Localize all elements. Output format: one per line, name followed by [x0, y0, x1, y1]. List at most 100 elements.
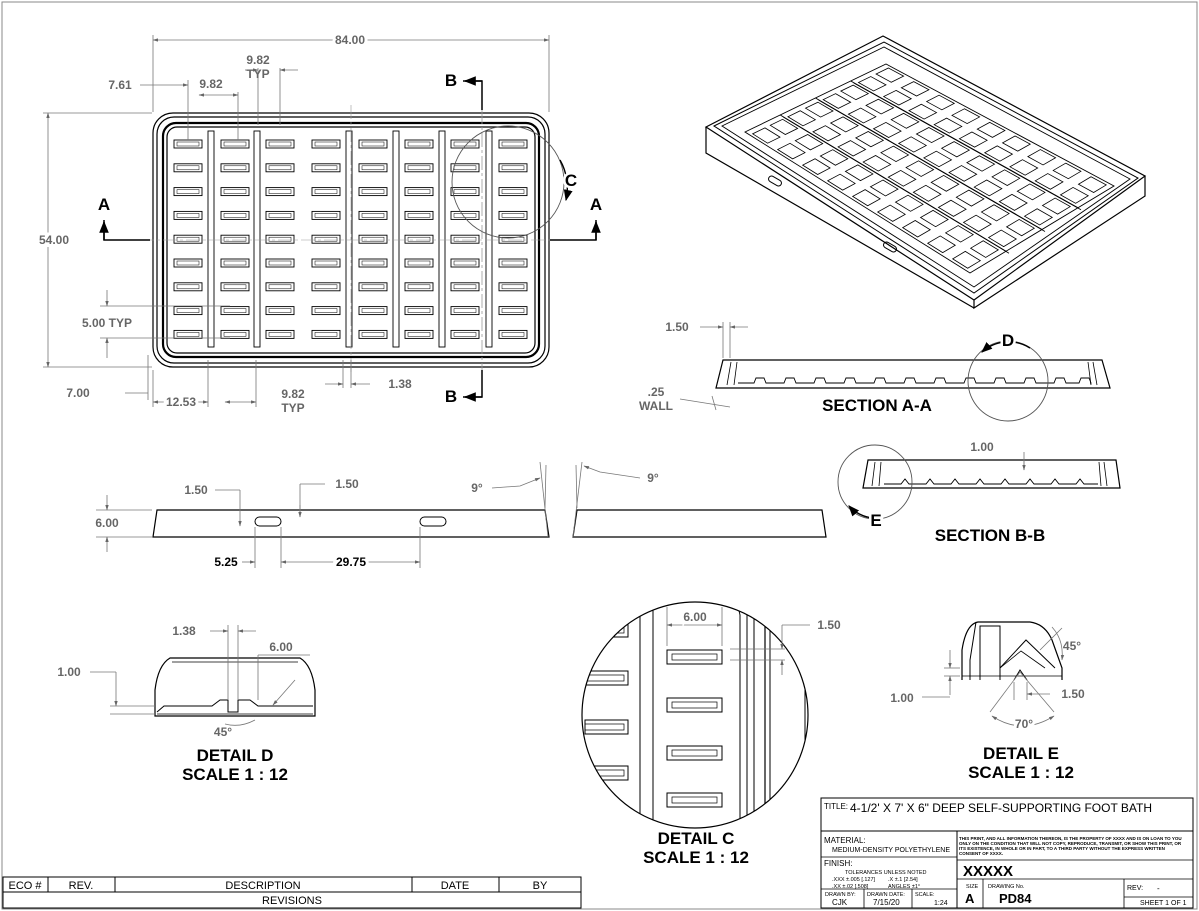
- dim-detail-e-45-deg: 45°: [1063, 639, 1081, 653]
- detail-d-scale: SCALE 1 : 12: [182, 765, 288, 784]
- detail-c-circle: [451, 125, 565, 239]
- dim-detail-d-45-deg: 45°: [214, 725, 232, 739]
- dim-wall-thickness: .25: [648, 385, 665, 399]
- marker-c: C: [565, 171, 577, 190]
- dim-overall-width: 54.00: [39, 233, 69, 247]
- size-value: A: [965, 891, 975, 906]
- dim-7-61: 7.61: [108, 78, 132, 92]
- drawing-title: 4-1/2' X 7' X 6" DEEP SELF-SUPPORTING FO…: [850, 801, 1152, 815]
- dim-detail-d-1-00: 1.00: [57, 665, 81, 679]
- detail-d-circle: [967, 340, 1049, 422]
- marker-a-left: A: [98, 195, 110, 214]
- notice-line-4: CONSENT OF XXXX.: [959, 851, 1003, 856]
- dim-9-82-b: 9.82: [246, 53, 270, 67]
- drawing-number: PD84: [999, 891, 1032, 906]
- detail-e-circle: [837, 444, 913, 520]
- dim-overall-length: 84.00: [335, 33, 365, 47]
- section-cut-lines: A A B B C: [98, 71, 602, 406]
- rev-label: REV:: [1127, 885, 1143, 892]
- drawn-date-value: 7/15/20: [873, 898, 900, 907]
- tolerance-xx: .XX ±.02 [.508]: [832, 884, 869, 890]
- dim-end-9-deg-b: 9°: [647, 471, 659, 485]
- detail-d: 1.38 6.00 1.00 45° DETAIL D SCALE 1 : 12: [57, 624, 316, 784]
- dim-9-82-a: 9.82: [199, 77, 223, 91]
- revisions-table: ECO # REV. DESCRIPTION DATE BY REVISIONS: [2, 876, 582, 909]
- revisions-col-description: DESCRIPTION: [225, 880, 300, 892]
- title-label: TITLE:: [824, 802, 848, 811]
- revisions-col-date: DATE: [441, 880, 470, 892]
- revisions-col-by: BY: [533, 880, 548, 892]
- dim-section-aa-1-50: 1.50: [665, 320, 689, 334]
- dim-detail-c-1-50: 1.50: [817, 618, 841, 632]
- dim-7-00: 7.00: [66, 386, 90, 400]
- end-view: 9° 9°: [471, 461, 827, 538]
- notice-line-3: ITS EXISTENCE, IN WHOLE OR IN PART, TO A…: [959, 846, 1165, 851]
- marker-e: E: [870, 511, 881, 530]
- drawing-number-label: DRAWING No.: [988, 884, 1025, 890]
- top-view: [140, 105, 560, 375]
- side-view: 6.00 1.50 1.50 5.25 29.75: [92, 477, 550, 572]
- notice-line-1: THIS PRINT, AND ALL INFORMATION THEREON,…: [959, 836, 1182, 841]
- section-b-b: 1.00 E SECTION B-B: [837, 440, 1121, 545]
- marker-a-right: A: [590, 195, 602, 214]
- detail-e: 45° 1.00 1.50 70° DETAIL E SCALE 1 : 12: [890, 621, 1085, 782]
- drawn-by-label: DRAWN BY:: [825, 892, 856, 898]
- company-name: XXXXX: [963, 863, 1013, 880]
- dim-5-00-typ: 5.00 TYP: [82, 316, 132, 330]
- marker-b-top: B: [445, 71, 457, 90]
- section-b-b-label: SECTION B-B: [935, 526, 1046, 545]
- material-value: MEDIUM-DENSITY POLYETHYLENE: [832, 847, 950, 854]
- detail-e-scale: SCALE 1 : 12: [968, 763, 1074, 782]
- dim-detail-e-70-deg: 70°: [1015, 717, 1033, 731]
- dim-typ: TYP: [246, 67, 269, 81]
- drawn-date-label: DRAWN DATE:: [867, 892, 905, 898]
- detail-e-label: DETAIL E: [983, 744, 1059, 763]
- drawn-by-value: CJK: [832, 898, 848, 907]
- sheet-number: SHEET 1 OF 1: [1140, 900, 1187, 907]
- dim-end-9-deg-a: 9°: [471, 481, 483, 495]
- revisions-title: REVISIONS: [262, 895, 322, 907]
- detail-d-label: DETAIL D: [197, 746, 274, 765]
- dim-detail-d-1-38: 1.38: [172, 624, 196, 638]
- size-label: SIZE: [966, 884, 979, 890]
- dim-typ-2: TYP: [281, 401, 304, 415]
- dim-detail-d-6-00: 6.00: [269, 640, 293, 654]
- detail-c-scale: SCALE 1 : 12: [643, 848, 749, 867]
- scale-value: 1:24: [934, 900, 948, 907]
- marker-d: D: [1002, 331, 1014, 350]
- dim-side-1-50-b: 1.50: [335, 477, 359, 491]
- detail-c-label: DETAIL C: [658, 829, 735, 848]
- dim-side-29-75: 29.75: [336, 555, 366, 569]
- rev-value: -: [1157, 884, 1160, 893]
- revisions-col-rev: REV.: [69, 880, 94, 892]
- section-a-a-label: SECTION A-A: [822, 396, 932, 415]
- tolerance-angles: ANGLES ±1°: [888, 884, 920, 890]
- scale-label: SCALE:: [915, 892, 935, 898]
- dim-detail-c-6-00: 6.00: [683, 610, 707, 624]
- section-a-a: D 1.50 .25 WALL SECTION A-A: [639, 320, 1111, 422]
- top-view-dimensions: 84.00 54.00 7.61 9.82 9.82 TYP 5.00 TYP …: [36, 30, 550, 415]
- detail-c: 6.00 1.50 DETAIL C SCALE 1 : 12: [581, 601, 841, 867]
- dim-9-82-c: 9.82: [281, 387, 305, 401]
- dim-section-bb-1-00: 1.00: [970, 440, 994, 454]
- revisions-col-eco: ECO #: [8, 880, 42, 892]
- dim-side-5-25: 5.25: [214, 555, 238, 569]
- dim-12-53: 12.53: [166, 395, 196, 409]
- notice-line-2: ONLY ON THE CONDITION THAT WILL NOT COPY…: [959, 841, 1182, 846]
- material-label: MATERIAL:: [824, 836, 866, 845]
- title-block: TITLE: 4-1/2' X 7' X 6" DEEP SELF-SUPPOR…: [820, 797, 1194, 909]
- tolerance-x: .X ±.1 [2.54]: [888, 877, 918, 883]
- tolerance-heading: TOLERANCES UNLESS NOTED: [845, 870, 927, 876]
- dim-wall-label: WALL: [639, 399, 673, 413]
- dim-detail-e-1-50: 1.50: [1061, 687, 1085, 701]
- isometric-view: [704, 35, 1147, 310]
- dim-1-38: 1.38: [388, 377, 412, 391]
- tolerance-xxx: .XXX ±.005 [.127]: [832, 877, 876, 883]
- marker-b-bottom: B: [445, 387, 457, 406]
- dim-side-6-00: 6.00: [95, 516, 119, 530]
- finish-label: FINISH:: [824, 859, 852, 868]
- dim-side-1-50-a: 1.50: [184, 483, 208, 497]
- dim-detail-e-1-00: 1.00: [890, 691, 914, 705]
